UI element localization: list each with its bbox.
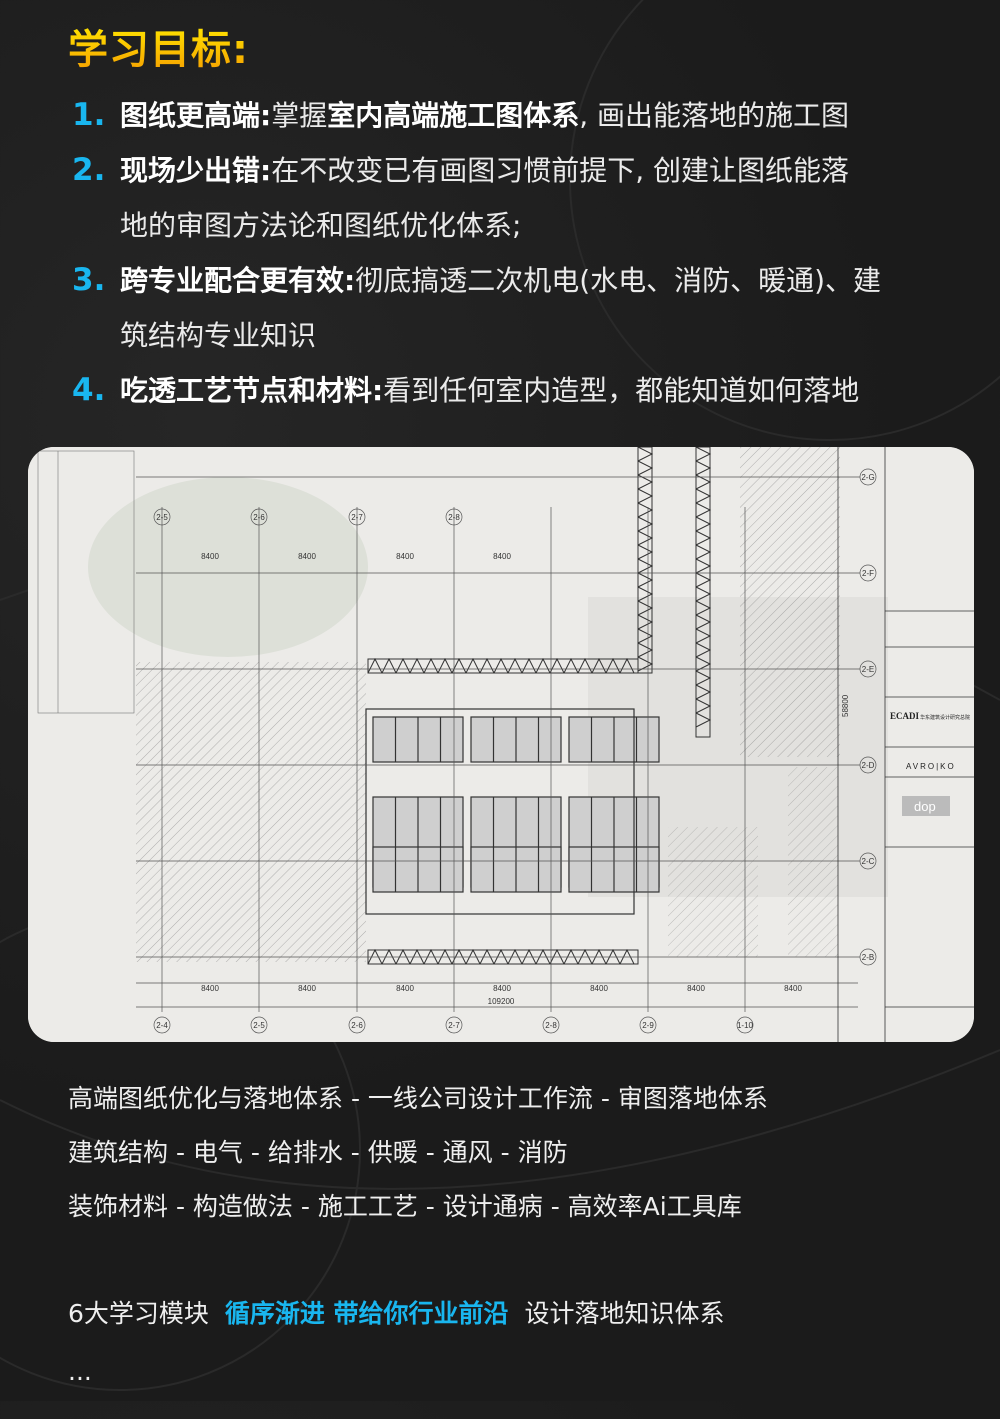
goal-emphasis: 室内高端施工图体系 xyxy=(327,99,580,132)
goal-continuation: 筑结构专业知识 xyxy=(120,319,317,352)
goal-text: , 画出能落地的施工图 xyxy=(579,99,850,132)
truss-web xyxy=(695,447,712,728)
topic-line-1: 高端图纸优化与落地体系 - 一线公司设计工作流 - 审图落地体系 xyxy=(68,1084,768,1113)
axis-label: 2-6 xyxy=(351,1021,363,1030)
axis-bubble xyxy=(639,1016,657,1034)
truss-frame xyxy=(637,447,653,674)
goal-heading: 现场少出错: xyxy=(120,154,272,187)
goal-heading: 图纸更高端: xyxy=(120,99,272,132)
axis-label: 2-5 xyxy=(156,513,168,522)
axis-label: 2-7 xyxy=(448,1021,460,1030)
dimension-label: 8400 xyxy=(298,984,316,993)
dimension-label: 8400 xyxy=(784,984,802,993)
goal-text: 彻底搞透二次机电(水电、消防、暖通)、建 xyxy=(355,264,882,297)
axis-bubble xyxy=(736,1016,754,1034)
page-title: 学习目标: xyxy=(68,24,249,76)
topic-line-2: 建筑结构 - 电气 - 给排水 - 供暖 - 通风 - 消防 xyxy=(68,1138,568,1167)
summary-suffix: 设计落地知识体系 xyxy=(524,1299,725,1328)
total-dimension-label: 109200 xyxy=(488,997,515,1006)
dimension-label: 8400 xyxy=(396,984,414,993)
goal-item-1: 1. 图纸更高端:掌握室内高端施工图体系, 画出能落地的施工图 xyxy=(72,88,1000,143)
truss-web xyxy=(637,447,654,672)
goal-item-4: 4. 吃透工艺节点和材料:看到任何室内造型，都能知道如何落地 xyxy=(72,363,1000,418)
truss-web xyxy=(367,657,635,674)
ellipsis: ... xyxy=(68,1357,92,1386)
dimension-label: 8400 xyxy=(396,552,414,561)
axis-label: 2-8 xyxy=(545,1021,557,1030)
topics-list: 高端图纸优化与落地体系 - 一线公司设计工作流 - 审图落地体系 建筑结构 - … xyxy=(0,1082,1000,1389)
axis-bubble xyxy=(348,508,366,526)
summary-line: 6大学习模块 循序渐进 带给你行业前沿 设计落地知识体系 xyxy=(68,1297,1000,1355)
goals-list: 1. 图纸更高端:掌握室内高端施工图体系, 画出能落地的施工图 2. 现场少出错:在… xyxy=(0,88,1000,418)
axis-bubble xyxy=(859,852,877,870)
ecadi-name: 华东建筑设计研究总院 xyxy=(920,714,970,721)
axis-bubble xyxy=(859,564,877,582)
axis-label: 2-6 xyxy=(253,513,265,522)
axis-label: 2-7 xyxy=(351,513,363,522)
dimension-label: 8400 xyxy=(493,552,511,561)
axis-bubble xyxy=(859,756,877,774)
construction-drawing-image: 2-4 8400 2-5 8400 2-6 8400 2-7 8400 2-8 8400 2-9 84… xyxy=(28,447,974,1042)
axis-label: 2-D xyxy=(862,761,875,770)
goal-text: 看到任何室内造型，都能知道如何落地 xyxy=(383,374,860,407)
axis-label: 2-9 xyxy=(642,1021,654,1030)
axis-bubble xyxy=(445,508,463,526)
dop-logo: dop xyxy=(914,799,936,814)
vertical-dimension-label: 58800 xyxy=(841,694,850,717)
axis-label: 2-C xyxy=(862,857,875,866)
axis-bubble xyxy=(445,1016,463,1034)
axis-label: 2-B xyxy=(862,953,874,962)
dop-logo-box xyxy=(902,796,950,816)
dimension-label: 8400 xyxy=(687,984,705,993)
goal-continuation: 地的审图方法论和图纸优化体系; xyxy=(120,209,522,242)
dimension-label: 8400 xyxy=(201,552,219,561)
axis-label: 2-G xyxy=(861,473,874,482)
summary-prefix: 6大学习模块 xyxy=(68,1299,209,1328)
dimension-label: 8400 xyxy=(493,984,511,993)
axis-bubble xyxy=(250,1016,268,1034)
axis-bubble xyxy=(859,948,877,966)
goal-item-3: 3. 跨专业配合更有效:彻底搞透二次机电(水电、消防、暖通)、建 xyxy=(72,253,1000,308)
ecadi-logo: ECADI xyxy=(890,711,920,721)
axis-bubble xyxy=(153,508,171,526)
axis-bubble xyxy=(859,468,877,486)
axis-label: 2-8 xyxy=(448,513,460,522)
axis-bubble xyxy=(859,660,877,678)
goal-number: 1. xyxy=(72,97,106,133)
goal-number: 3. xyxy=(72,262,106,298)
goal-text: 掌握 xyxy=(271,99,328,132)
cad-floor-plan: 2-4 8400 2-5 8400 2-6 8400 2-7 8400 2-8 8400 2-9 84… xyxy=(28,447,974,1042)
goal-heading: 吃透工艺节点和材料: xyxy=(120,374,384,407)
dimension-label: 8400 xyxy=(201,984,219,993)
truss-frame xyxy=(695,447,711,738)
ceiling-frame xyxy=(365,708,635,915)
goal-item-2: 2. 现场少出错:在不改变已有画图习惯前提下, 创建让图纸能落 xyxy=(72,143,1000,198)
axis-bubble xyxy=(250,508,268,526)
goal-text: 在不改变已有画图习惯前提下, 创建让图纸能落 xyxy=(271,154,850,187)
axis-label: 1-10 xyxy=(737,1021,754,1030)
axis-bubble xyxy=(348,1016,366,1034)
goal-heading: 跨专业配合更有效: xyxy=(120,264,356,297)
dimension-label: 8400 xyxy=(590,984,608,993)
avroko-logo: AVRO|KO xyxy=(906,762,956,771)
topic-line-3: 装饰材料 - 构造做法 - 施工工艺 - 设计通病 - 高效率Ai工具库 xyxy=(68,1192,742,1221)
truss-web xyxy=(367,948,635,965)
dimension-label: 8400 xyxy=(298,552,316,561)
axis-bubble xyxy=(542,1016,560,1034)
axis-label: 2-5 xyxy=(253,1021,265,1030)
axis-bubble xyxy=(153,1016,171,1034)
axis-label: 2-F xyxy=(862,569,874,578)
goal-number: 2. xyxy=(72,152,106,188)
axis-label: 2-4 xyxy=(156,1021,168,1030)
goal-number: 4. xyxy=(72,372,106,408)
summary-highlight: 循序渐进 带给你行业前沿 xyxy=(224,1299,509,1328)
axis-label: 2-E xyxy=(862,665,874,674)
